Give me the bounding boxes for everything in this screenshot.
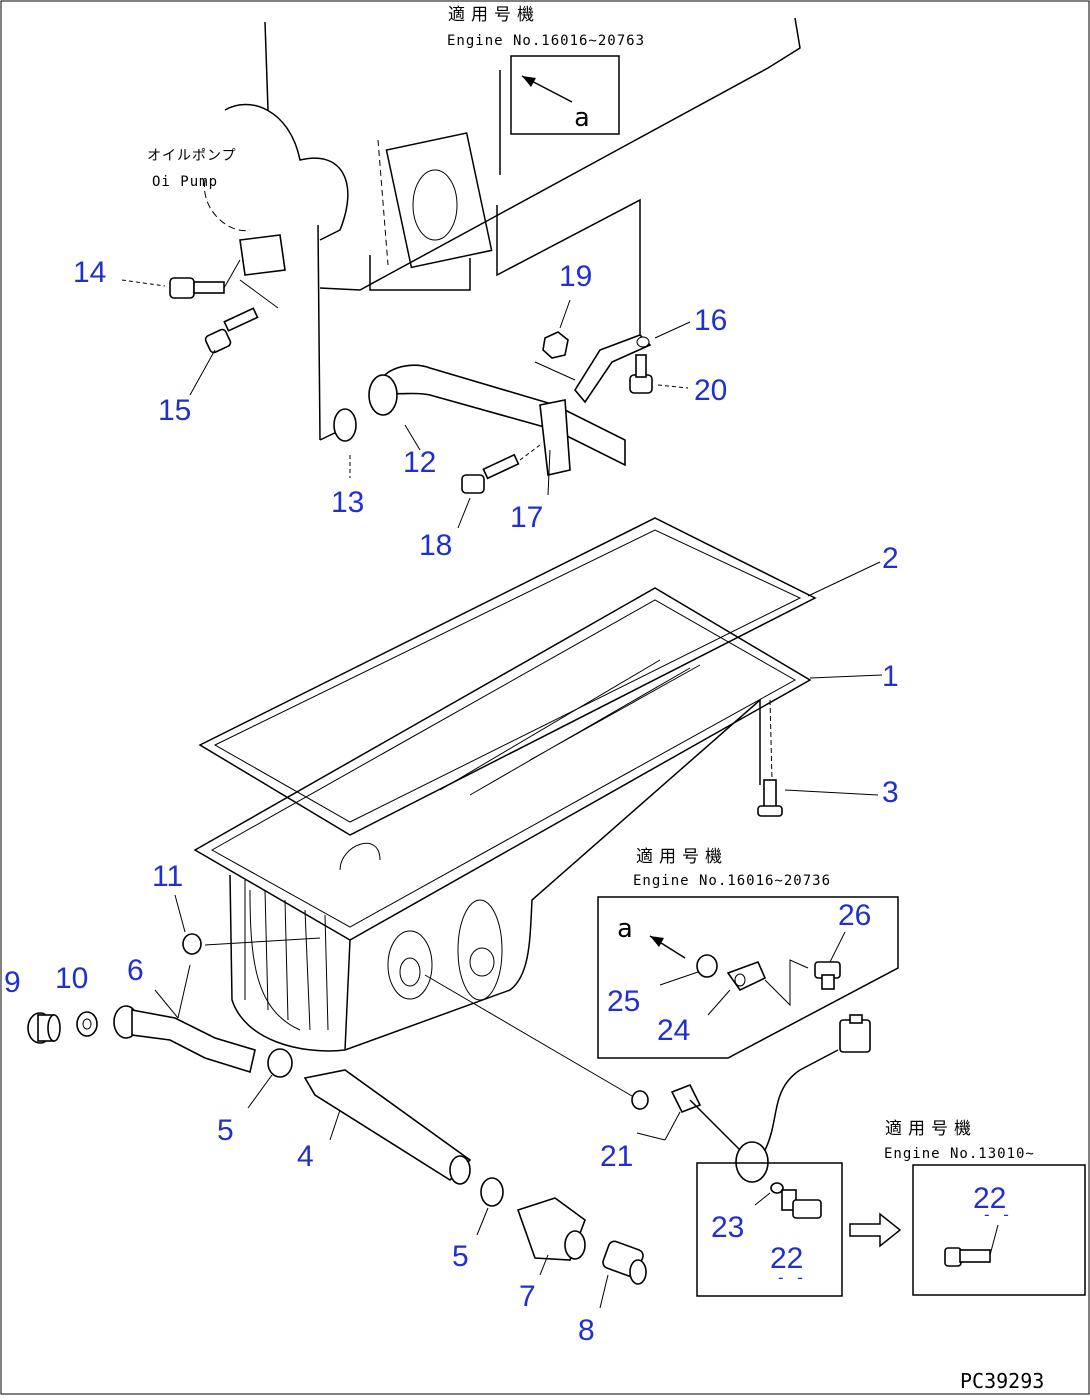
part-7-flange bbox=[516, 1197, 586, 1276]
label-part-8: 8 bbox=[578, 1314, 595, 1347]
label-part-22-a: 22 bbox=[770, 1242, 803, 1275]
ref-arrowhead-a-mid bbox=[650, 936, 664, 947]
part-2-gasket bbox=[198, 517, 881, 836]
label-part-14: 14 bbox=[73, 256, 106, 289]
label-part-26: 26 bbox=[838, 899, 871, 932]
label-part-13: 13 bbox=[331, 486, 364, 519]
drawing-code: PC39293 bbox=[960, 1369, 1044, 1393]
replacement-arrow bbox=[849, 1212, 902, 1248]
part-19-nut bbox=[534, 299, 576, 381]
part-6-drain-elbow bbox=[113, 964, 256, 1074]
part-11-plug bbox=[174, 894, 321, 955]
oil-pump-en: Oi Pump bbox=[152, 174, 218, 190]
label-part-19: 19 bbox=[559, 260, 592, 293]
oil-pump-body bbox=[204, 21, 349, 441]
top-engine-range: Engine No.16016~20763 bbox=[447, 33, 645, 49]
ref-box-a-mid bbox=[597, 896, 899, 1059]
label-part-16: 16 bbox=[694, 304, 727, 337]
top-applicability-jp: 適用号機 bbox=[448, 5, 540, 25]
detail-box-23-22 bbox=[696, 1162, 843, 1297]
label-part-6: 6 bbox=[127, 954, 144, 987]
label-part-4: 4 bbox=[297, 1140, 314, 1173]
part-1-oil-pan bbox=[193, 587, 883, 1052]
ref-box-a-top bbox=[510, 55, 620, 135]
part-17-bracket bbox=[539, 399, 571, 496]
part-18-bolt bbox=[457, 444, 541, 529]
label-part-7: 7 bbox=[519, 1280, 536, 1313]
label-part-17: 17 bbox=[510, 501, 543, 534]
label-part-23: 23 bbox=[711, 1211, 744, 1244]
label-part-10: 10 bbox=[55, 962, 88, 995]
ref-a-box: a bbox=[617, 914, 633, 944]
label-part-21: 21 bbox=[600, 1140, 633, 1173]
part-13-o-ring bbox=[333, 408, 357, 442]
part-21-oil-level-sensor bbox=[424, 974, 871, 1183]
label-part-2: 2 bbox=[882, 542, 899, 575]
oil-pump-jp: オイルポンプ bbox=[147, 148, 237, 164]
part-22-underline-b: - - bbox=[982, 1205, 1011, 1224]
label-part-15: 15 bbox=[158, 394, 191, 427]
label-part-1: 1 bbox=[882, 660, 899, 693]
part-15-bolt bbox=[189, 279, 279, 396]
part-22-bolt-a bbox=[781, 1189, 822, 1219]
part-12-suction-pipe bbox=[368, 364, 626, 467]
part-23-washer bbox=[770, 1182, 784, 1194]
part-4-hose bbox=[303, 1069, 472, 1185]
mid-applicability-jp: 適用号機 bbox=[636, 847, 728, 867]
right-applicability-jp: 適用号機 bbox=[885, 1119, 977, 1139]
label-part-3: 3 bbox=[882, 776, 899, 809]
part-3-bolt bbox=[757, 699, 879, 817]
part-8-plug bbox=[599, 1240, 647, 1309]
label-part-5-b: 5 bbox=[452, 1240, 469, 1273]
label-part-12: 12 bbox=[403, 446, 436, 479]
part-26-bolt bbox=[814, 931, 846, 990]
part-9-cap bbox=[27, 1012, 61, 1044]
part-14-bolt bbox=[121, 259, 241, 299]
part-16-stay bbox=[574, 321, 691, 404]
part-25-plug bbox=[696, 954, 718, 978]
label-part-20: 20 bbox=[694, 374, 727, 407]
part-22-underline-a: - - bbox=[776, 1268, 805, 1287]
mid-engine-range: Engine No.16016~20736 bbox=[633, 873, 831, 889]
label-part-25: 25 bbox=[607, 985, 640, 1018]
detail-box-22-new bbox=[912, 1164, 1086, 1296]
label-part-5-a: 5 bbox=[217, 1114, 234, 1147]
engine-block-outline bbox=[319, 17, 801, 335]
part-22-bolt-b bbox=[944, 1224, 999, 1267]
right-engine-range: Engine No.13010~ bbox=[884, 1146, 1035, 1162]
label-part-11: 11 bbox=[152, 860, 183, 893]
part-5-clamp-a bbox=[247, 1048, 293, 1109]
label-part-24: 24 bbox=[657, 1014, 690, 1047]
ref-a-top: a bbox=[574, 103, 590, 133]
part-20-bolt bbox=[629, 354, 689, 394]
label-part-18: 18 bbox=[419, 529, 452, 562]
part-24-bracket bbox=[707, 959, 809, 1016]
part-5-clamp-b bbox=[476, 1177, 504, 1236]
label-part-9: 9 bbox=[4, 966, 21, 999]
label-part-22-b: 22 bbox=[973, 1182, 1006, 1215]
ref-arrowhead-a-top bbox=[522, 76, 536, 87]
